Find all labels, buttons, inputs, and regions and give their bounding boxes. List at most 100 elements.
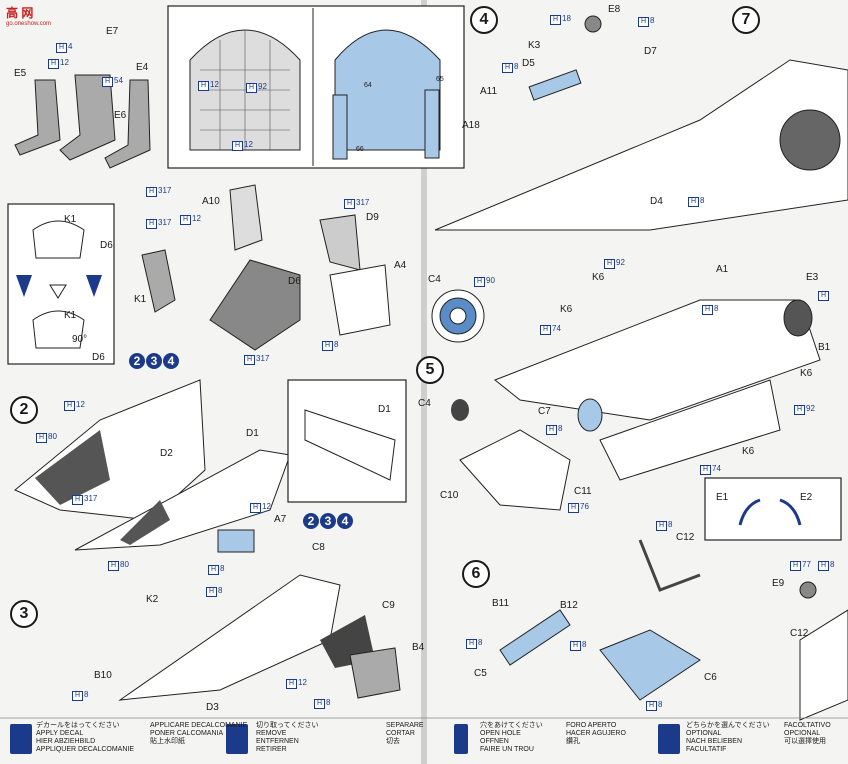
open-hole-icon (454, 724, 468, 754)
part-label: C10 (440, 490, 459, 501)
part-label: K1 (64, 310, 77, 321)
part-label: C12 (790, 628, 809, 639)
part-label: A4 (394, 260, 407, 271)
part-label: A1 (716, 264, 729, 275)
part-label: C11 (574, 486, 592, 497)
substep-3: 3 (146, 353, 162, 369)
step-6-marker: 6 (462, 560, 490, 588)
part-label: C8 (312, 542, 325, 553)
step-3-marker: 3 (10, 600, 38, 628)
paint-ref: H (818, 290, 830, 301)
part-label: C6 (704, 672, 717, 683)
part-label: E1 (716, 492, 729, 503)
substep-2: 2 (129, 353, 145, 369)
part-label: E4 (136, 62, 149, 73)
part-label: E8 (608, 4, 621, 15)
part-label: K6 (800, 368, 813, 379)
part-d9 (319, 214, 361, 271)
part-label: K1 (134, 294, 147, 305)
part-a4 (329, 264, 391, 336)
instrument-panel-decal (334, 29, 441, 151)
part-label: B4 (412, 642, 425, 653)
part-label: E7 (106, 26, 119, 37)
step-4-marker: 4 (470, 6, 498, 34)
substep-2: 2 (303, 513, 319, 529)
part-label: E9 (772, 578, 785, 589)
substep-3: 3 (320, 513, 336, 529)
part-label: D7 (644, 46, 657, 57)
part-label: D6 (100, 240, 113, 251)
part-label: C12 (676, 532, 695, 543)
part-label: D6 (92, 352, 105, 363)
optional-icon (658, 724, 680, 754)
part-label: B11 (492, 598, 510, 609)
step-7-marker: 7 (732, 6, 760, 34)
decal-number: 64 (364, 82, 372, 89)
decal-icon (10, 724, 32, 754)
part-label: D5 (522, 58, 535, 69)
part-label: E5 (14, 68, 27, 79)
part-label: C7 (538, 406, 551, 417)
part-label: D9 (366, 212, 379, 223)
part-label: E6 (114, 110, 127, 121)
part-label: K6 (592, 272, 605, 283)
part-label: K6 (560, 304, 573, 315)
watermark-title: 高 网 (6, 6, 34, 20)
part-label: D3 (206, 702, 219, 713)
part-k1 (141, 249, 176, 313)
gear-bay-c6 (599, 629, 701, 701)
site-watermark: 高 网 go.oneshow.com (6, 4, 51, 27)
seat-e5 (14, 79, 61, 156)
part-label: E3 (806, 272, 819, 283)
part-label: B1 (818, 342, 831, 353)
fuselage-step4 (434, 59, 848, 231)
part-label: K2 (146, 594, 159, 605)
cockpit-tub (209, 259, 301, 351)
part-label: A18 (462, 120, 480, 131)
part-label: K1 (64, 214, 77, 225)
substep-4: 4 (163, 353, 179, 369)
watermark-url: go.oneshow.com (6, 21, 52, 27)
step-2-marker: 2 (10, 396, 38, 424)
part-label: C9 (382, 600, 395, 611)
seat-e4 (104, 79, 151, 169)
part-label: B12 (560, 600, 578, 611)
